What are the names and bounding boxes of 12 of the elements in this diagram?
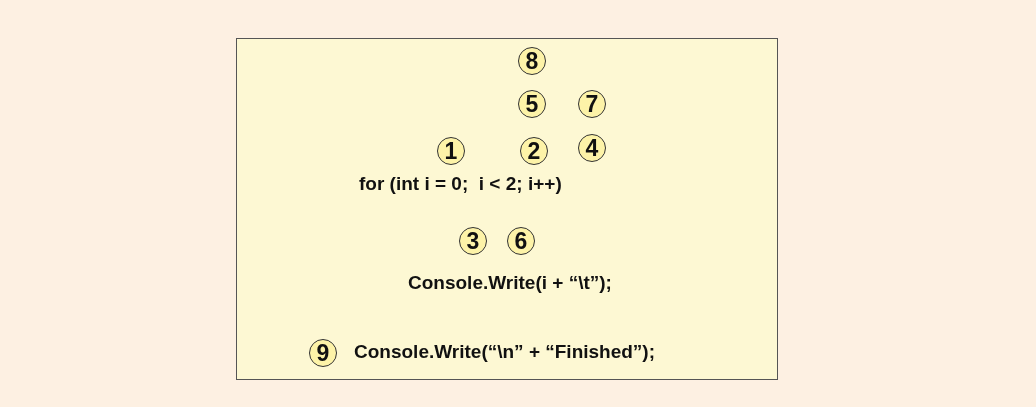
code-line: Console.Write(“\n” + “Finished”);	[354, 341, 656, 363]
step-number-circle: 6	[507, 227, 535, 255]
step-number-circle: 4	[578, 134, 606, 162]
step-number-circle: 7	[578, 90, 606, 118]
step-number-circle: 2	[520, 137, 548, 165]
step-number-circle: 8	[518, 47, 546, 75]
step-number-circle: 9	[309, 339, 337, 367]
step-number-circle: 5	[518, 90, 546, 118]
step-number-circle: 1	[437, 137, 465, 165]
step-number-circle: 3	[459, 227, 487, 255]
code-line: for (int i = 0; i < 2; i++)	[359, 173, 562, 195]
code-line: Console.Write(i + “\t”);	[408, 272, 612, 294]
